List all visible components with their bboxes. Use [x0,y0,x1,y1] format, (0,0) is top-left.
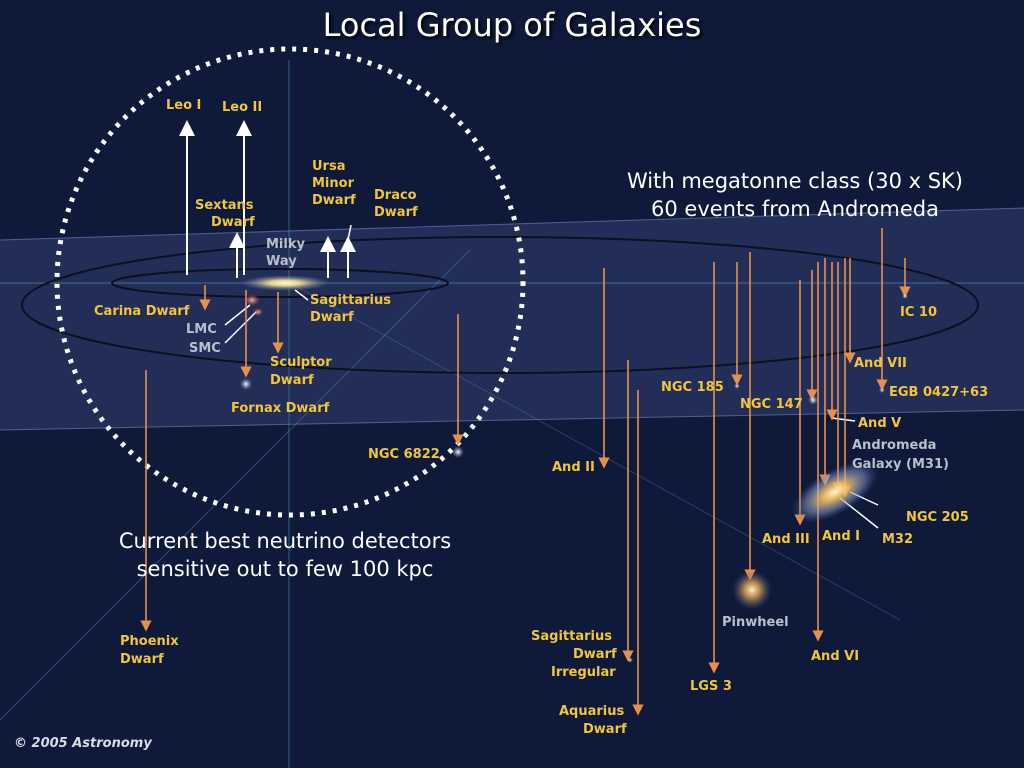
pointer-sagittarius [294,289,309,301]
inner-ellipse [111,268,449,298]
pinwheel-galaxy [732,570,772,610]
label-milky-1: Milky [266,237,305,252]
label-draco-2: Dwarf [374,205,418,220]
label-ursa-1: Ursa [312,159,345,174]
plane-edge-top [0,207,1024,241]
label-ursa-2: Minor [312,176,355,191]
label-lmc: LMC [186,322,217,337]
label-sag-irr-3: Irregular [551,665,616,680]
label-and-vi: And VI [811,649,859,664]
galaxy-labels: Leo I Leo II Sextans Dwarf Ursa Minor Dw… [94,98,988,737]
label-ngc205: NGC 205 [906,510,969,525]
label-and-ii: And II [552,460,595,475]
plane-edge-bottom [0,409,1024,431]
milky-way-galaxy [240,275,330,291]
label-smc: SMC [189,341,221,356]
label-ic10: IC 10 [900,305,937,320]
label-m32: M32 [882,532,913,547]
label-andromeda-1: Andromeda [852,438,936,453]
label-sculptor-2: Dwarf [270,373,314,388]
label-lgs3: LGS 3 [690,679,732,694]
page-title: Local Group of Galaxies [322,6,702,44]
orange-arrows [140,228,911,716]
current-detectors-note: Current best neutrino detectors sensitiv… [70,527,500,583]
label-fornax: Fornax Dwarf [231,401,330,416]
label-egb: EGB 0427+63 [889,385,988,400]
ngc147-blob [808,395,818,405]
label-sag-irr-1: Sagittarius [531,629,612,644]
label-sextans-2: Dwarf [211,215,255,230]
galaxy-blobs [240,293,908,663]
label-and-vii: And VII [854,356,907,371]
copyright-text: © 2005 Astronomy [14,736,152,751]
label-milky-2: Way [266,254,297,269]
andromeda-galaxy [792,461,878,523]
lmc-blob [244,294,260,306]
galactic-plane [0,208,1024,430]
megatonne-note-line-2: 60 events from Andromeda [651,197,939,221]
label-phoenix-1: Phoenix [120,634,179,649]
megatonne-note: With megatonne class (30 x SK) 60 events… [570,167,1020,223]
label-andromeda-2: Galaxy (M31) [852,457,949,472]
white-arrows [179,120,356,278]
detector-range-circle [54,46,526,518]
label-leo-ii: Leo II [222,100,262,115]
label-ngc147: NGC 147 [740,397,803,412]
current-note-line-2: sensitive out to few 100 kpc [136,557,434,581]
grid-line-diagonal [0,249,471,721]
current-note-line-1: Current best neutrino detectors [118,529,452,553]
label-ursa-3: Dwarf [312,193,356,208]
label-aquarius-2: Dwarf [583,722,627,737]
label-sag-irr-2: Dwarf [573,647,617,662]
sag-irregular-blob [627,657,633,663]
grid-line-diagonal-2 [289,282,901,621]
label-ngc185: NGC 185 [661,380,724,395]
megatonne-note-line-1: With megatonne class (30 x SK) [626,169,964,193]
label-pinwheel: Pinwheel [722,615,789,630]
label-draco-1: Draco [374,188,417,203]
label-leo-i: Leo I [166,98,201,113]
pointer-draco [347,224,352,241]
label-sextans-1: Sextans [195,198,254,213]
label-sculptor-1: Sculptor [270,355,332,370]
label-carina: Carina Dwarf [94,304,190,319]
label-sagittarius-2: Dwarf [310,310,354,325]
fornax-blob [240,378,252,390]
smc-blob [253,308,263,316]
egb-blob [879,387,885,393]
ngc6822-blob [452,446,464,458]
label-aquarius-1: Aquarius [559,704,625,719]
label-sagittarius-1: Sagittarius [310,293,391,308]
label-and-iii: And III [762,532,810,547]
pointer-smc [224,311,257,344]
ic10-blob [902,293,908,299]
label-phoenix-2: Dwarf [120,652,164,667]
label-and-i: And I [822,529,860,544]
ngc185-blob [734,383,740,389]
label-ngc6822: NGC 6822 [368,447,440,462]
label-and-v: And V [858,416,901,431]
outer-ellipse [21,236,979,374]
